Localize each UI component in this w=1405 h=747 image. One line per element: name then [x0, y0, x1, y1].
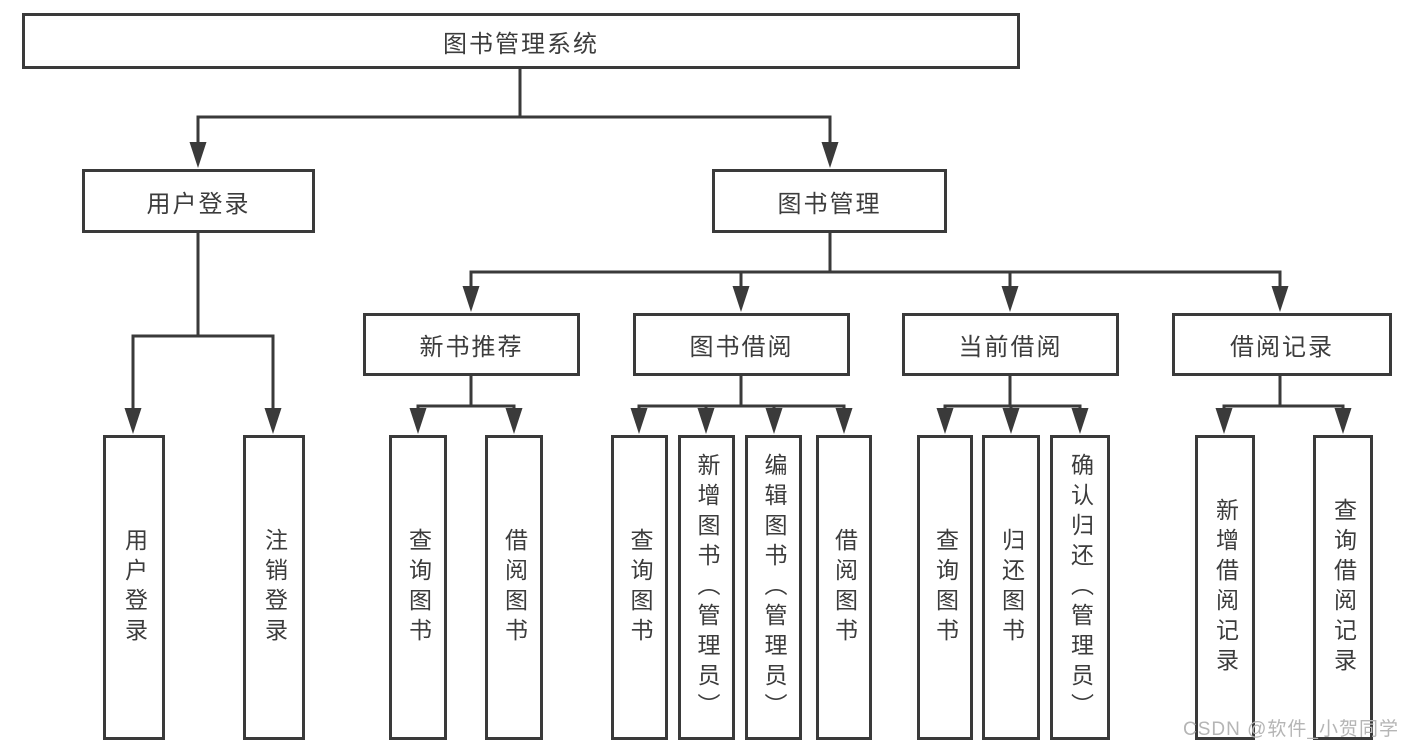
leaf-edit-books-admin: 编辑图书（管理员） — [745, 435, 802, 740]
leaf-edit-books-admin-label: 编辑图书（管理员） — [761, 452, 787, 723]
leaf-return-books: 归还图书 — [982, 435, 1040, 740]
leaf-logout: 注销登录 — [243, 435, 305, 740]
leaf-confirm-return-admin-label: 确认归还（管理员） — [1067, 452, 1094, 723]
leaf-query-books-recommend-label: 查询图书 — [405, 527, 432, 648]
node-root: 图书管理系统 — [22, 13, 1020, 69]
leaf-query-books-current-label: 查询图书 — [932, 527, 959, 648]
leaf-borrow-books-recommend-label: 借阅图书 — [501, 527, 528, 648]
leaf-borrow-books-label: 借阅图书 — [831, 527, 858, 648]
leaf-borrow-books: 借阅图书 — [816, 435, 872, 740]
leaf-query-books-borrow-label: 查询图书 — [627, 527, 653, 648]
leaf-query-books-current: 查询图书 — [917, 435, 973, 740]
csdn-watermark: CSDN @软件_小贺同学 — [1183, 719, 1399, 740]
leaf-query-borrow-record-label: 查询借阅记录 — [1330, 497, 1357, 678]
leaf-confirm-return-admin: 确认归还（管理员） — [1050, 435, 1110, 740]
leaf-query-books-recommend: 查询图书 — [389, 435, 447, 740]
leaf-add-borrow-record-label: 新增借阅记录 — [1212, 497, 1239, 678]
leaf-add-books-admin-label: 新增图书（管理员） — [694, 452, 720, 723]
leaf-return-books-label: 归还图书 — [998, 527, 1025, 648]
node-new-book-recommend: 新书推荐 — [363, 313, 580, 376]
leaf-add-books-admin: 新增图书（管理员） — [678, 435, 735, 740]
leaf-borrow-books-recommend: 借阅图书 — [485, 435, 543, 740]
leaf-logout-label: 注销登录 — [261, 527, 288, 648]
node-book-management: 图书管理 — [712, 169, 947, 233]
leaf-user-login-label: 用户登录 — [121, 527, 148, 648]
node-book-borrow: 图书借阅 — [633, 313, 850, 376]
leaf-query-borrow-record: 查询借阅记录 — [1313, 435, 1373, 740]
node-current-borrow: 当前借阅 — [902, 313, 1119, 376]
leaf-query-books-borrow: 查询图书 — [611, 435, 668, 740]
leaf-add-borrow-record: 新增借阅记录 — [1195, 435, 1255, 740]
node-borrow-records: 借阅记录 — [1172, 313, 1392, 376]
leaf-user-login: 用户登录 — [103, 435, 165, 740]
node-user-login: 用户登录 — [82, 169, 315, 233]
